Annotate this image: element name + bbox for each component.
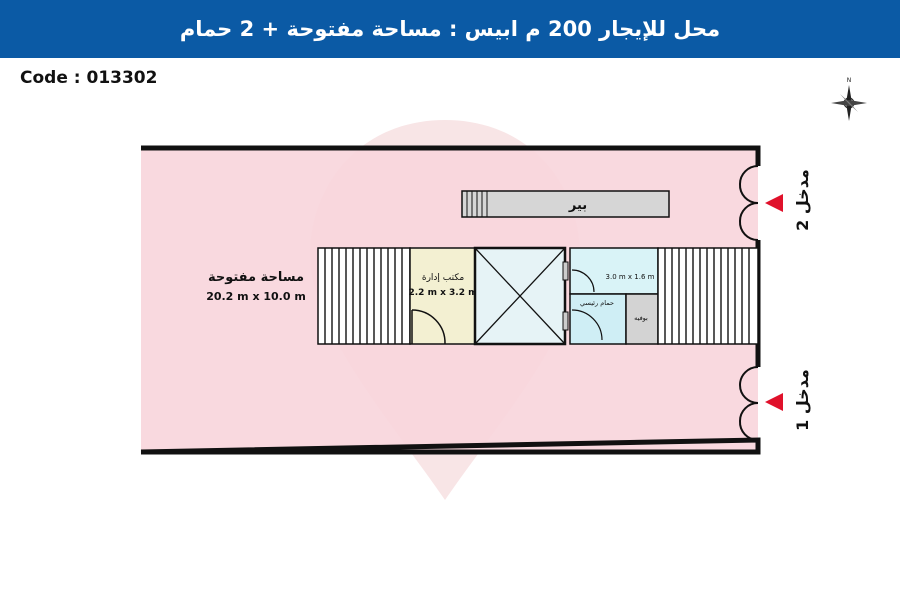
well-steps xyxy=(466,191,488,217)
entrance-2-label: مدخل 2 xyxy=(793,169,812,231)
small-room-door xyxy=(571,269,595,293)
property-code: Code : 013302 xyxy=(20,68,158,88)
left-stair-treads xyxy=(324,248,403,344)
office-dims: 2.2 m x 3.2 m xyxy=(409,288,478,298)
office-door xyxy=(411,309,446,345)
window-mark xyxy=(562,261,569,281)
right-stair-treads xyxy=(664,248,750,344)
entrance-1-label: مدخل 1 xyxy=(793,369,812,431)
small-room-dims: 3.0 m x 1.6 m xyxy=(606,273,655,281)
main-bathroom xyxy=(569,293,627,345)
well xyxy=(461,190,670,218)
bathroom-door xyxy=(571,309,603,341)
buffet-label: بوفيه xyxy=(634,314,648,322)
well-label: بير xyxy=(568,198,587,213)
lift-cross xyxy=(474,247,566,345)
buffet-room xyxy=(625,293,659,345)
open-area-dims: 20.2 m x 10.0 m xyxy=(206,290,306,303)
title-banner xyxy=(0,0,900,58)
entrance-2-door xyxy=(738,165,759,242)
entrance-arrow-icon xyxy=(765,393,783,411)
main-bath-label: حمام رئيسي xyxy=(580,299,614,307)
compass-icon: N xyxy=(831,77,867,121)
open-area-label: مساحة مفتوحة xyxy=(208,270,304,285)
svg-text:N: N xyxy=(847,77,852,84)
office-label: مكتب إدارة xyxy=(422,273,464,283)
window-mark xyxy=(562,311,569,331)
page-title: محل للإيجار 200 م ابيس : مساحة مفتوحة + … xyxy=(179,17,721,41)
small-room xyxy=(569,247,659,295)
entrance-arrow-icon xyxy=(765,194,783,212)
right-stairs xyxy=(657,247,759,345)
entrance-1-door xyxy=(738,366,759,442)
